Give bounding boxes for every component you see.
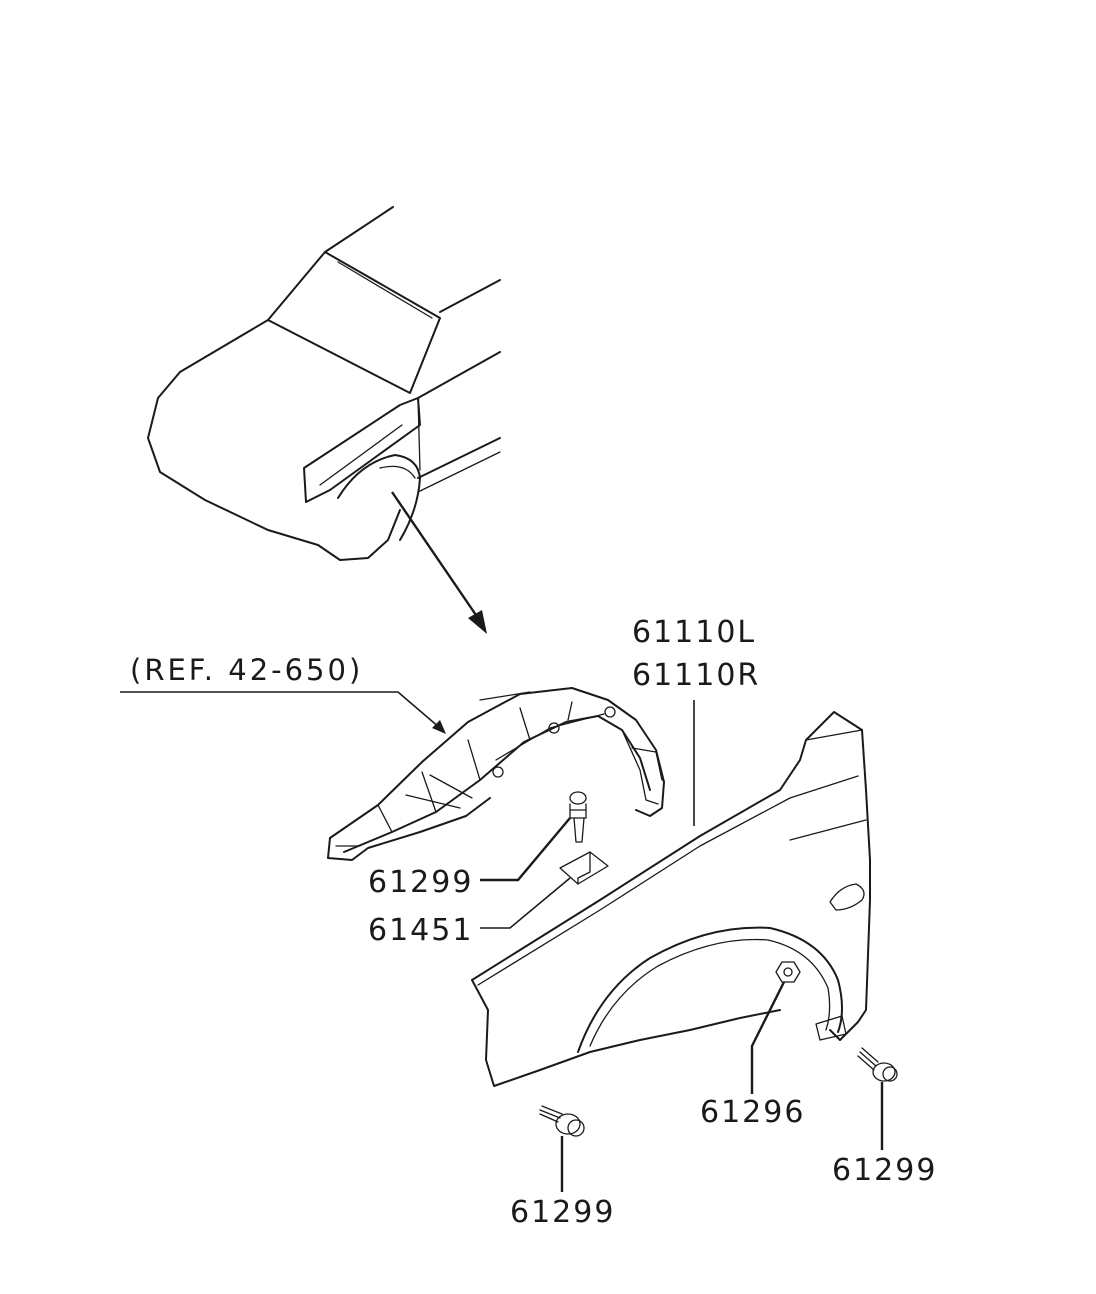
label-61110r: 61110R xyxy=(632,658,760,693)
car-front-overview xyxy=(147,206,501,634)
nut-part xyxy=(775,961,801,983)
arrow-head-icon xyxy=(432,720,446,734)
label-61451: 61451 xyxy=(368,913,473,948)
ref-label: (REF. 42-650) xyxy=(130,653,363,687)
label-61299-front: 61299 xyxy=(510,1195,615,1230)
label-61299-upper: 61299 xyxy=(368,865,473,900)
detail-arrow-icon xyxy=(391,491,487,634)
rear-screw-part xyxy=(857,1047,898,1082)
label-61296: 61296 xyxy=(700,1095,805,1130)
bracket-part xyxy=(559,851,609,885)
label-61299-rear: 61299 xyxy=(832,1153,937,1188)
front-fender-panel xyxy=(471,711,871,1087)
label-61110l: 61110L xyxy=(632,615,756,650)
front-screw-part xyxy=(539,1105,585,1137)
upper-clip-part xyxy=(569,791,587,843)
leader-lines xyxy=(120,691,884,1192)
fender-liner xyxy=(327,687,665,861)
